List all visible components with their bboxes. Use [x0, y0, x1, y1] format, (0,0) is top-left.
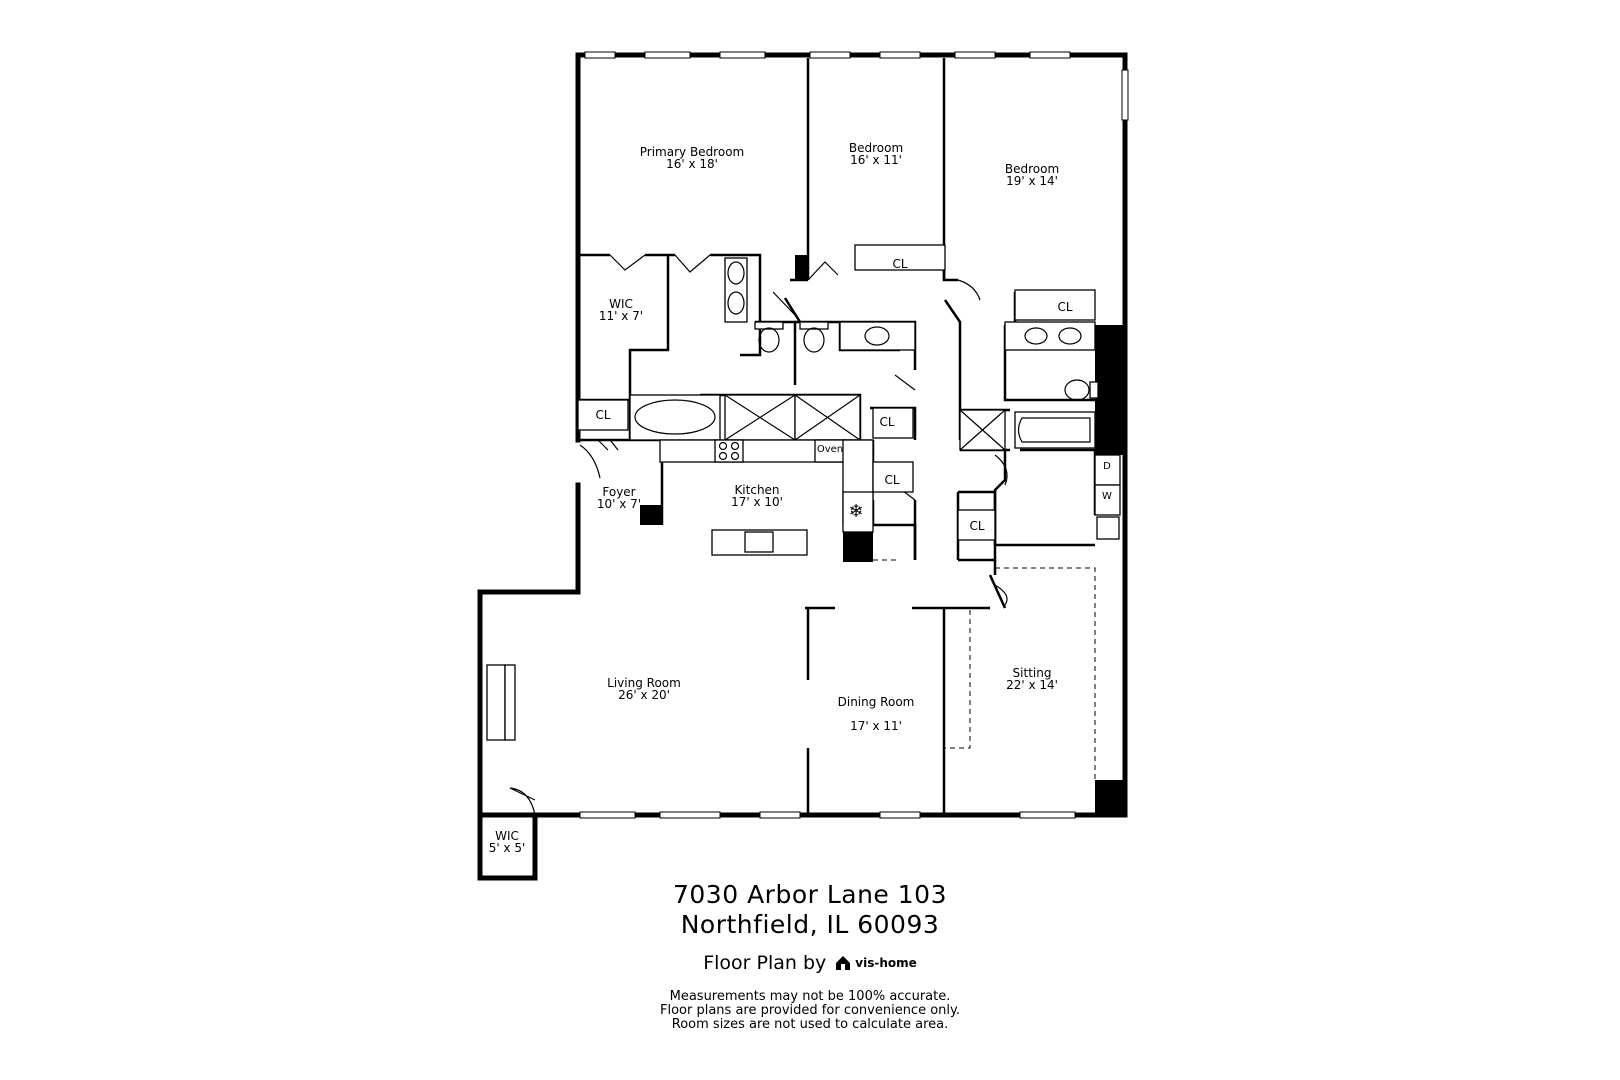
brand-logo: vis-home	[834, 954, 917, 972]
room-name: Bedroom	[1005, 162, 1059, 176]
room-size: 17' x 10'	[731, 495, 783, 509]
room-name: Kitchen	[734, 483, 779, 497]
svg-text:❄: ❄	[848, 501, 863, 522]
room-name: Dining Room	[838, 695, 915, 709]
room-name: Living Room	[607, 676, 681, 690]
room-name: Primary Bedroom	[640, 145, 744, 159]
room-size: 5' x 5'	[489, 841, 526, 855]
closet-label: CL	[879, 415, 894, 429]
closet-label: CL	[595, 408, 610, 422]
disclaimer-line: Floor plans are provided for convenience…	[660, 1003, 960, 1018]
room-size: 16' x 11'	[850, 153, 902, 167]
room-size: 22' x 14'	[1006, 678, 1058, 692]
door-swings	[509, 254, 1008, 816]
address-line-1: 7030 Arbor Lane 103	[673, 880, 947, 909]
house-icon	[836, 956, 851, 970]
oven-label: Oven	[817, 444, 843, 455]
windows	[579, 51, 1129, 819]
room-size: 16' x 18'	[666, 157, 718, 171]
credit-row: Floor Plan by vis-home	[0, 952, 1620, 974]
room-size: 11' x 7'	[599, 309, 643, 323]
room-size: 10' x 7'	[597, 497, 641, 511]
closet-labels: CL CL CL CL CL CL Oven D W	[595, 257, 1112, 533]
room-size: 19' x 14'	[1006, 174, 1058, 188]
room-name: WIC	[495, 829, 519, 843]
disclaimer-line: Room sizes are not used to calculate are…	[671, 1017, 949, 1032]
room-bedroom-3: Bedroom 19' x 14'	[1005, 162, 1059, 188]
room-name: WIC	[609, 297, 633, 311]
room-wic-small: WIC 5' x 5'	[489, 829, 526, 855]
dashed-lines	[842, 440, 1096, 780]
disclaimer-line: Measurements may not be 100% accurate.	[669, 989, 951, 1004]
closet-label: CL	[884, 473, 899, 487]
room-foyer: Foyer 10' x 7'	[597, 485, 641, 511]
dryer-label: D	[1103, 461, 1111, 472]
room-name: Foyer	[602, 485, 635, 499]
room-name: Sitting	[1013, 666, 1052, 680]
room-bedroom-2: Bedroom 16' x 11'	[849, 141, 903, 167]
credit-prefix: Floor Plan by	[703, 952, 827, 974]
closet-label: CL	[892, 257, 907, 271]
disclaimer: Measurements may not be 100% accurate. F…	[0, 990, 1620, 1032]
exterior-walls	[477, 52, 1128, 881]
room-labels: Primary Bedroom 16' x 18' Bedroom 16' x …	[489, 141, 1059, 855]
brand-name: vis-home	[855, 956, 917, 970]
washer-label: W	[1102, 491, 1112, 502]
room-wic-primary: WIC 11' x 7'	[599, 297, 643, 323]
closet-label: CL	[1057, 300, 1072, 314]
room-size: 26' x 20'	[618, 688, 670, 702]
fixtures: ❄	[486, 244, 1121, 741]
room-living-room: Living Room 26' x 20'	[607, 676, 681, 702]
room-primary-bedroom: Primary Bedroom 16' x 18'	[640, 145, 744, 171]
room-dining-room: Dining Room 17' x 11'	[838, 695, 915, 733]
room-name: Bedroom	[849, 141, 903, 155]
address-line-2: Northfield, IL 60093	[680, 910, 940, 939]
closet-label: CL	[969, 519, 984, 533]
room-sitting: Sitting 22' x 14'	[1006, 666, 1058, 692]
room-size: 17' x 11'	[850, 719, 902, 733]
room-kitchen: Kitchen 17' x 10'	[731, 483, 783, 509]
